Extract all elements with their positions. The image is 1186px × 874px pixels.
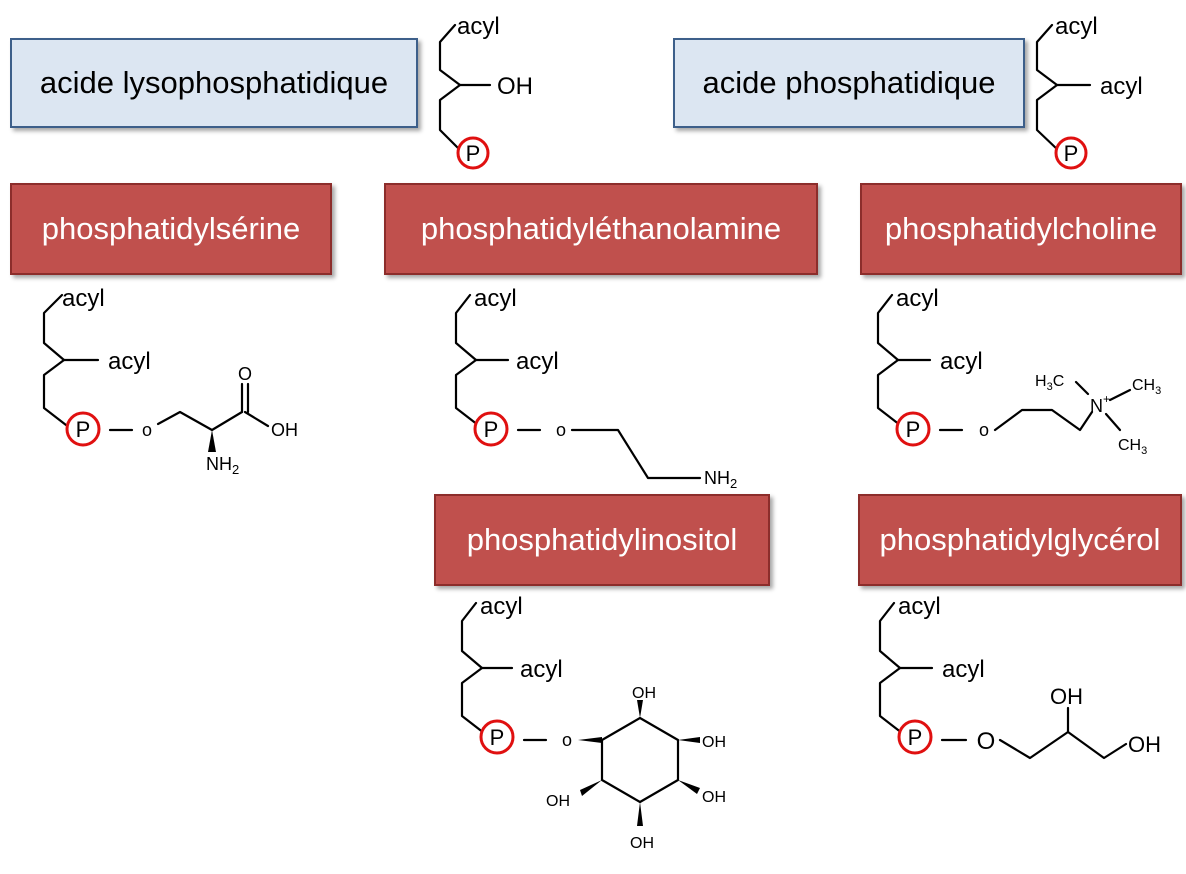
label-phosphatidylinositol: phosphatidylinositol	[466, 522, 738, 557]
label-phosphatidylglycerol: phosphatidylglycérol	[879, 522, 1161, 557]
hashed-bond	[580, 780, 602, 796]
acyl-label: acyl	[480, 593, 523, 620]
oxygen-label: o	[556, 420, 566, 440]
phosphate-label: P	[908, 725, 923, 750]
oxygen-label: o	[979, 420, 989, 440]
acyl-label: acyl	[942, 656, 985, 683]
hydroxyl-label: OH	[632, 685, 656, 702]
phosphate-circle	[897, 719, 933, 755]
phosphate-circle	[65, 411, 101, 447]
phosphate-circle	[1054, 136, 1088, 170]
methyl-label: H3C	[1035, 373, 1064, 393]
acyl-label: acyl	[940, 348, 983, 375]
amine-label: NH2	[206, 454, 239, 477]
phosphate-circle	[895, 411, 931, 447]
phosphate-circle	[456, 136, 490, 170]
ammonium-label: N+	[1090, 392, 1110, 416]
label-phosphatidylserine: phosphatidylsérine	[41, 211, 301, 246]
box-phosphatidylethanolamine: phosphatidyléthanolamine	[384, 183, 818, 275]
box-phosphatidylglycerol: phosphatidylglycérol	[858, 494, 1182, 586]
acyl-label: acyl	[62, 285, 105, 312]
structure-phosphatidic-acid: acyl acyl P	[1035, 13, 1143, 170]
box-phosphatidylinositol: phosphatidylinositol	[434, 494, 770, 586]
oxygen-label: o	[142, 420, 152, 440]
hashed-bond	[678, 737, 700, 743]
carbonyl-oxygen-label: O	[238, 364, 252, 384]
acyl-label: acyl	[516, 348, 559, 375]
structure-phosphatidylcholine: acyl acyl P o N+ H3C CH3 CH3	[876, 285, 1161, 457]
oxygen-label: o	[562, 730, 572, 750]
hashed-bond	[578, 737, 602, 743]
hydroxyl-label: OH	[546, 793, 570, 810]
inositol-ring	[600, 716, 680, 804]
wedge-bond	[208, 430, 216, 452]
acyl-label: acyl	[898, 593, 941, 620]
methyl-label: CH3	[1132, 377, 1161, 397]
hashed-bond	[637, 802, 643, 826]
structure-phosphatidylinositol: acyl acyl P o OH OH OH OH OH	[460, 593, 726, 852]
phosphate-circle	[473, 411, 509, 447]
hydroxyl-label: OH	[702, 789, 726, 806]
acyl-label: acyl	[108, 348, 151, 375]
hydroxyl-label: OH	[702, 734, 726, 751]
box-acide-lysophosphatidique: acide lysophosphatidique	[10, 38, 418, 128]
hydroxyl-label: OH	[497, 73, 533, 100]
box-phosphatidylcholine: phosphatidylcholine	[860, 183, 1182, 275]
structure-phosphatidylethanolamine: acyl acyl P o NH2	[454, 285, 737, 491]
wedge-bond	[637, 700, 643, 718]
phosphate-label: P	[1064, 141, 1079, 166]
structure-phosphatidylserine: acyl acyl P o O OH NH2	[42, 285, 298, 477]
acyl-label: acyl	[1055, 13, 1098, 40]
oxygen-label: O	[977, 728, 996, 755]
amine-label: NH2	[704, 468, 737, 491]
label-acide-phosphatidique: acide phosphatidique	[702, 65, 996, 100]
label-phosphatidylethanolamine: phosphatidyléthanolamine	[420, 211, 782, 246]
phosphate-label: P	[490, 725, 505, 750]
hydroxyl-label: OH	[1128, 732, 1161, 757]
structure-phosphatidylglycerol: acyl acyl P O OH OH	[878, 593, 1161, 760]
phosphate-label: P	[76, 417, 91, 442]
phosphate-label: P	[484, 417, 499, 442]
acyl-label: acyl	[520, 656, 563, 683]
box-acide-phosphatidique: acide phosphatidique	[673, 38, 1025, 128]
hydroxyl-label: OH	[630, 835, 654, 852]
hydroxyl-label: OH	[271, 420, 298, 440]
phosphate-label: P	[906, 417, 921, 442]
acyl-label: acyl	[896, 285, 939, 312]
acyl-label: acyl	[1100, 73, 1143, 100]
label-phosphatidylcholine: phosphatidylcholine	[884, 211, 1158, 246]
phosphate-circle	[479, 719, 515, 755]
label-acide-lysophosphatidique: acide lysophosphatidique	[39, 65, 389, 100]
acyl-label: acyl	[474, 285, 517, 312]
hydroxyl-label: OH	[1050, 684, 1083, 709]
wedge-bond	[678, 780, 700, 794]
structure-lysophosphatidic-acid: acyl OH P	[438, 13, 533, 170]
acyl-label: acyl	[457, 13, 500, 40]
phosphate-label: P	[466, 141, 481, 166]
methyl-label: CH3	[1118, 437, 1147, 457]
box-phosphatidylserine: phosphatidylsérine	[10, 183, 332, 275]
